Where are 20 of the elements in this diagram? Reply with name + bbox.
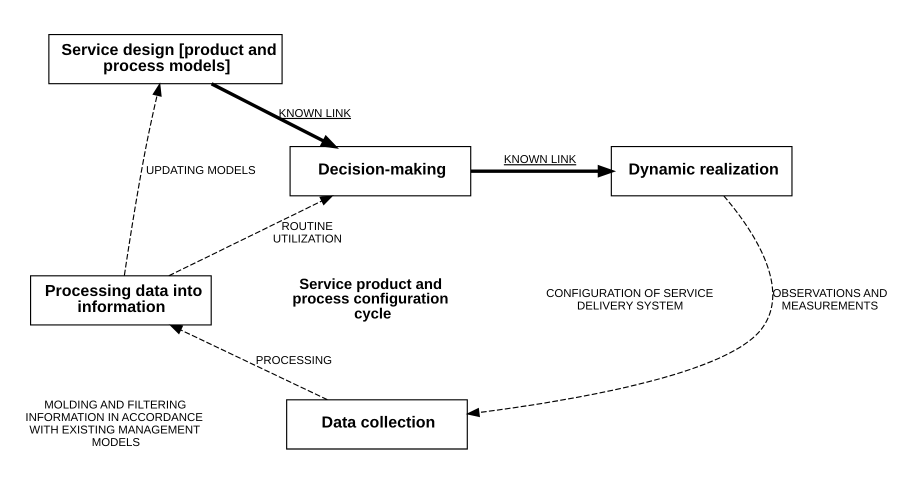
edge-label: PROCESSING [256, 354, 332, 367]
arrow [124, 82, 162, 276]
node-box: Service design [product and process models] [48, 34, 283, 84]
edge-label: KNOWN LINK [504, 154, 576, 166]
node-box: Processing data into information [30, 275, 212, 326]
edge-label: ROUTINE UTILIZATION [272, 221, 342, 246]
node-box: Data collection [286, 399, 468, 450]
node-box: Decision-making [290, 146, 472, 196]
arrow [210, 82, 339, 149]
edge-label: UPDATING MODELS [146, 165, 256, 178]
edge-label: KNOWN LINK [278, 108, 352, 120]
label: CONFIGURATION OF SERVICE DELIVERY SYSTEM [546, 288, 714, 313]
label: MOLDING AND FILTERING INFORMATION IN ACCORDANCE WITH EXISTING MANAGEMENT MODELS [25, 399, 203, 450]
label: Service product and process configuration cycle [292, 276, 448, 323]
edge-label: OBSERVATIONS AND MEASUREMENTS [772, 288, 888, 313]
node-box: Dynamic realization [610, 146, 793, 196]
arrow [168, 324, 328, 400]
arrow [168, 195, 334, 276]
arrow [470, 164, 616, 178]
arrow [466, 195, 774, 418]
